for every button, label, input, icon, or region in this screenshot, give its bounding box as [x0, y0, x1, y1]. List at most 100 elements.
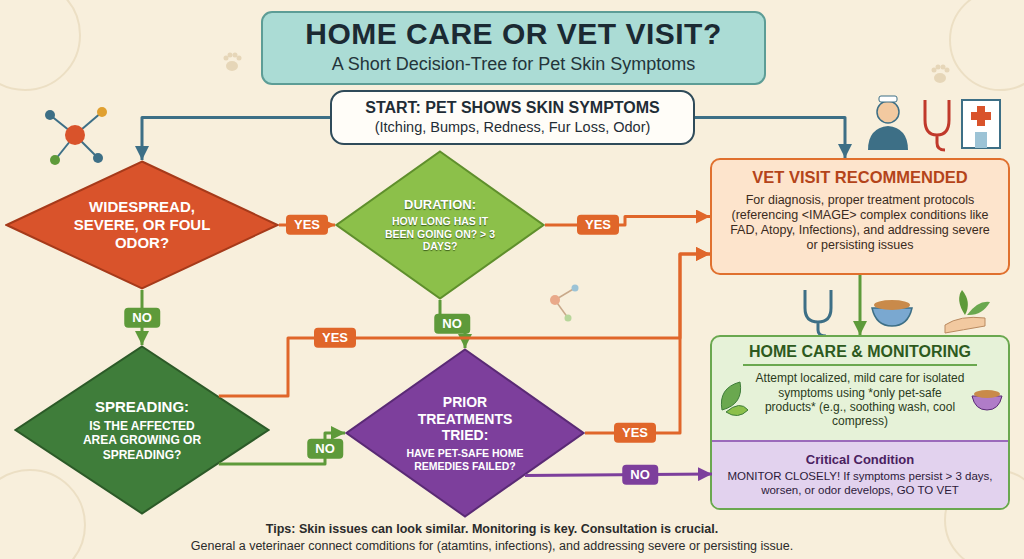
doctor-head	[877, 101, 899, 123]
edge-label: YES	[286, 215, 328, 235]
leaf-icon	[726, 405, 748, 415]
bacteria-doodle	[0, 470, 85, 559]
text-group: Critical ConditionMONITOR CLOSELY! If sy…	[712, 442, 1008, 508]
paw-print	[932, 65, 950, 84]
flow-arrow	[141, 290, 144, 345]
molecule-atom	[97, 107, 107, 117]
molecule-atom	[550, 295, 560, 305]
paw-toe	[237, 56, 242, 61]
edge-label: YES	[314, 328, 356, 348]
start-heading: START: PET SHOWS SKIN SYMPTOMS	[365, 98, 660, 117]
flow-arrow	[695, 118, 845, 159]
leaf	[959, 290, 968, 315]
kibble	[974, 390, 1000, 398]
molecule-atom	[93, 153, 103, 163]
decision-diamond: SPREADING:IS THE AFFECTED AREA GROWING O…	[14, 345, 270, 515]
flow-arrow	[525, 474, 712, 476]
text-group: HOME CARE & MONITORING Attempt localized,…	[712, 337, 1008, 440]
paw-toe	[945, 68, 950, 73]
flow-arrow	[585, 254, 710, 433]
start-detail: (Itching, Bumps, Redness, Fur Loss, Odor…	[375, 119, 651, 136]
flow-arrow	[440, 300, 465, 348]
paw-toe	[233, 53, 238, 58]
decision-diamond: PRIOR TREATMENTS TRIED: HAVE PET-SAFE HOM…	[345, 348, 585, 518]
footnote: Tips: Skin issues can look similar. Moni…	[92, 522, 892, 536]
diamond-shape	[347, 350, 584, 517]
stethoscope-icon	[805, 290, 831, 336]
flow-arrow	[859, 275, 862, 335]
edge-label: NO	[307, 439, 343, 459]
doctor-body	[868, 126, 908, 150]
warning-heading: Critical Condition	[806, 452, 914, 468]
edge-label: NO	[124, 308, 160, 328]
hospital-icon	[962, 100, 1000, 148]
text-group: VET VISIT RECOMMENDED For diagnosis, prop…	[712, 160, 1008, 273]
bacteria-doodle	[0, 0, 80, 90]
outcome-heading: HOME CARE & MONITORING	[743, 342, 977, 366]
edge-label: NO	[622, 465, 658, 485]
edge-label: NO	[434, 314, 470, 334]
decision-question: WIDESPREAD, SEVERE, OR FOUL ODOR?	[72, 198, 212, 252]
decision-heading: PRIOR TREATMENTS TRIED:	[403, 394, 528, 444]
edge-label: YES	[614, 423, 656, 443]
diamond-shape	[337, 152, 544, 299]
outcome-heading: VET VISIT RECOMMENDED	[752, 168, 967, 188]
decision-diamond: WIDESPREAD, SEVERE, OR FOUL ODOR?	[5, 160, 279, 290]
outcome-box: VET VISIT RECOMMENDED For diagnosis, prop…	[710, 158, 1010, 275]
paw-toe	[228, 53, 233, 58]
molecule-atom	[572, 285, 579, 292]
molecule-atom	[50, 155, 60, 165]
paw-print	[224, 53, 242, 72]
molecule-icon	[45, 107, 107, 165]
footnote: General a veterinaer connect comditions …	[92, 539, 892, 553]
food-bowl-icon	[872, 300, 912, 326]
decision-question: HOW LONG HAS IT BEEN GOING ON? > 3 DAYS?	[385, 215, 495, 253]
decision-question: HAVE PET-SAFE HOME REMEDIES FAILED?	[403, 447, 528, 472]
text-group: SPREADING:IS THE AFFECTED AREA GROWING O…	[14, 345, 270, 515]
text-group: START: PET SHOWS SKIN SYMPTOMS (Itching, …	[332, 92, 693, 143]
paw-toe	[932, 68, 937, 73]
outcome-detail: For diagnosis, proper treatment protocol…	[724, 193, 996, 253]
doctor-cap	[879, 96, 897, 102]
stethoscope-icon	[925, 100, 949, 150]
warning-band: Critical ConditionMONITOR CLOSELY! If sy…	[712, 440, 1008, 508]
decision-diamond: DURATION: HOW LONG HAS IT BEEN GOING ON? …	[335, 150, 545, 300]
warning-detail: MONITOR CLOSELY! If symptoms persist > 3…	[720, 470, 1000, 498]
paw-pad	[934, 73, 946, 83]
diamond-shape	[16, 347, 269, 514]
outcome-detail: Attempt localized, mild care for isolate…	[722, 371, 998, 429]
leaf	[967, 302, 990, 315]
connector-group	[142, 118, 860, 476]
paw-pad	[226, 61, 238, 71]
paw-toe	[941, 65, 946, 70]
flow-arrow	[219, 254, 710, 396]
text-group: DURATION: HOW LONG HAS IT BEEN GOING ON? …	[335, 150, 545, 300]
molecule-atom	[565, 315, 572, 322]
text-group: WIDESPREAD, SEVERE, OR FOUL ODOR?	[5, 160, 279, 290]
edge-label: YES	[577, 215, 619, 235]
flow-arrow	[219, 433, 345, 464]
bacteria-doodle	[950, 0, 1024, 90]
doctor-icon	[868, 96, 908, 150]
flow-arrow	[545, 217, 710, 226]
start-box: START: PET SHOWS SKIN SYMPTOMS (Itching, …	[330, 90, 695, 145]
hand-plant-icon	[945, 290, 990, 333]
paw-toe	[936, 65, 941, 70]
outcome-box: HOME CARE & MONITORING Attempt localized,…	[710, 335, 1010, 510]
bowl-icon	[972, 396, 1002, 410]
leaf-icon	[721, 382, 740, 410]
diamond-shape	[7, 162, 278, 289]
paw-toe	[224, 56, 229, 61]
hospital-building	[962, 100, 1000, 148]
molecule-atom	[45, 110, 55, 120]
kibble	[874, 300, 910, 310]
bowl	[872, 308, 912, 326]
molecule-icon	[550, 285, 579, 322]
flow-arrow	[142, 118, 330, 161]
decision-heading: DURATION:	[404, 197, 476, 213]
hand	[945, 317, 985, 333]
hospital-door	[975, 132, 987, 148]
hospital-cross	[971, 112, 991, 120]
